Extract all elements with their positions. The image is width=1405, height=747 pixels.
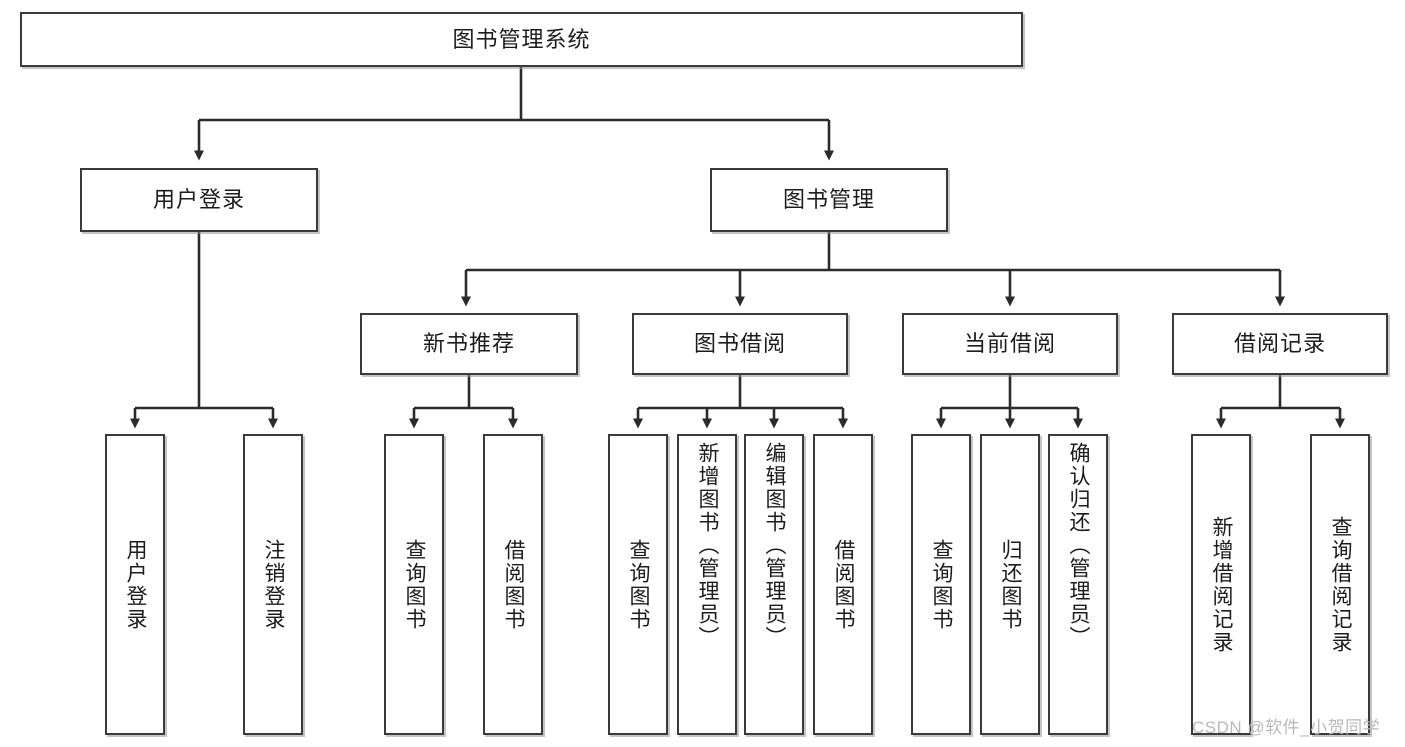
node-label: 查询借阅记录 <box>1329 515 1353 654</box>
node-label: 新增图书（管理员） <box>696 442 720 649</box>
node-book-management[interactable]: 图书管理 <box>710 168 948 232</box>
node-label: 图书管理系统 <box>452 26 591 52</box>
node-new-book-recommend[interactable]: 新书推荐 <box>360 313 578 375</box>
leaf-recommend-query-book[interactable]: 查询图书 <box>384 434 444 735</box>
watermark: CSDN @软件_小贺同学 <box>1192 718 1381 737</box>
node-label: 用户登录 <box>152 187 245 212</box>
node-user-login[interactable]: 用户登录 <box>80 168 318 232</box>
leaf-current-confirm-return-admin[interactable]: 确认归还（管理员） <box>1048 434 1108 735</box>
node-borrow-record[interactable]: 借阅记录 <box>1172 313 1388 375</box>
leaf-borrow-query-book[interactable]: 查询图书 <box>608 434 668 735</box>
leaf-record-add-record[interactable]: 新增借阅记录 <box>1191 434 1251 735</box>
node-label: 当前借阅 <box>963 331 1056 356</box>
node-label: 查询图书 <box>930 538 954 631</box>
node-label: 借阅记录 <box>1233 331 1326 356</box>
node-label: 新增借阅记录 <box>1210 515 1234 654</box>
node-label: 图书管理 <box>782 187 875 212</box>
leaf-borrow-borrow-book[interactable]: 借阅图书 <box>813 434 873 735</box>
node-current-borrow[interactable]: 当前借阅 <box>902 313 1118 375</box>
node-label: 借阅图书 <box>502 538 526 631</box>
node-label: 编辑图书（管理员） <box>763 442 787 649</box>
leaf-current-return-book[interactable]: 归还图书 <box>980 434 1040 735</box>
node-label: 注销登录 <box>262 538 286 631</box>
node-label: 图书借阅 <box>693 331 786 356</box>
leaf-recommend-borrow-book[interactable]: 借阅图书 <box>483 434 543 735</box>
node-root-system[interactable]: 图书管理系统 <box>20 12 1023 67</box>
leaf-borrow-edit-book-admin[interactable]: 编辑图书（管理员） <box>744 434 804 735</box>
node-label: 用户登录 <box>124 538 148 631</box>
node-label: 确认归还（管理员） <box>1067 442 1091 649</box>
node-label: 查询图书 <box>627 538 651 631</box>
node-label: 借阅图书 <box>832 538 856 631</box>
leaf-user-login-login[interactable]: 用户登录 <box>105 434 165 735</box>
node-label: 归还图书 <box>999 538 1023 631</box>
node-label: 新书推荐 <box>422 331 515 356</box>
leaf-user-login-logout[interactable]: 注销登录 <box>243 434 303 735</box>
leaf-record-query-record[interactable]: 查询借阅记录 <box>1310 434 1370 735</box>
leaf-current-query-book[interactable]: 查询图书 <box>911 434 971 735</box>
node-book-borrow[interactable]: 图书借阅 <box>632 313 848 375</box>
node-label: 查询图书 <box>403 538 427 631</box>
leaf-borrow-add-book-admin[interactable]: 新增图书（管理员） <box>677 434 737 735</box>
